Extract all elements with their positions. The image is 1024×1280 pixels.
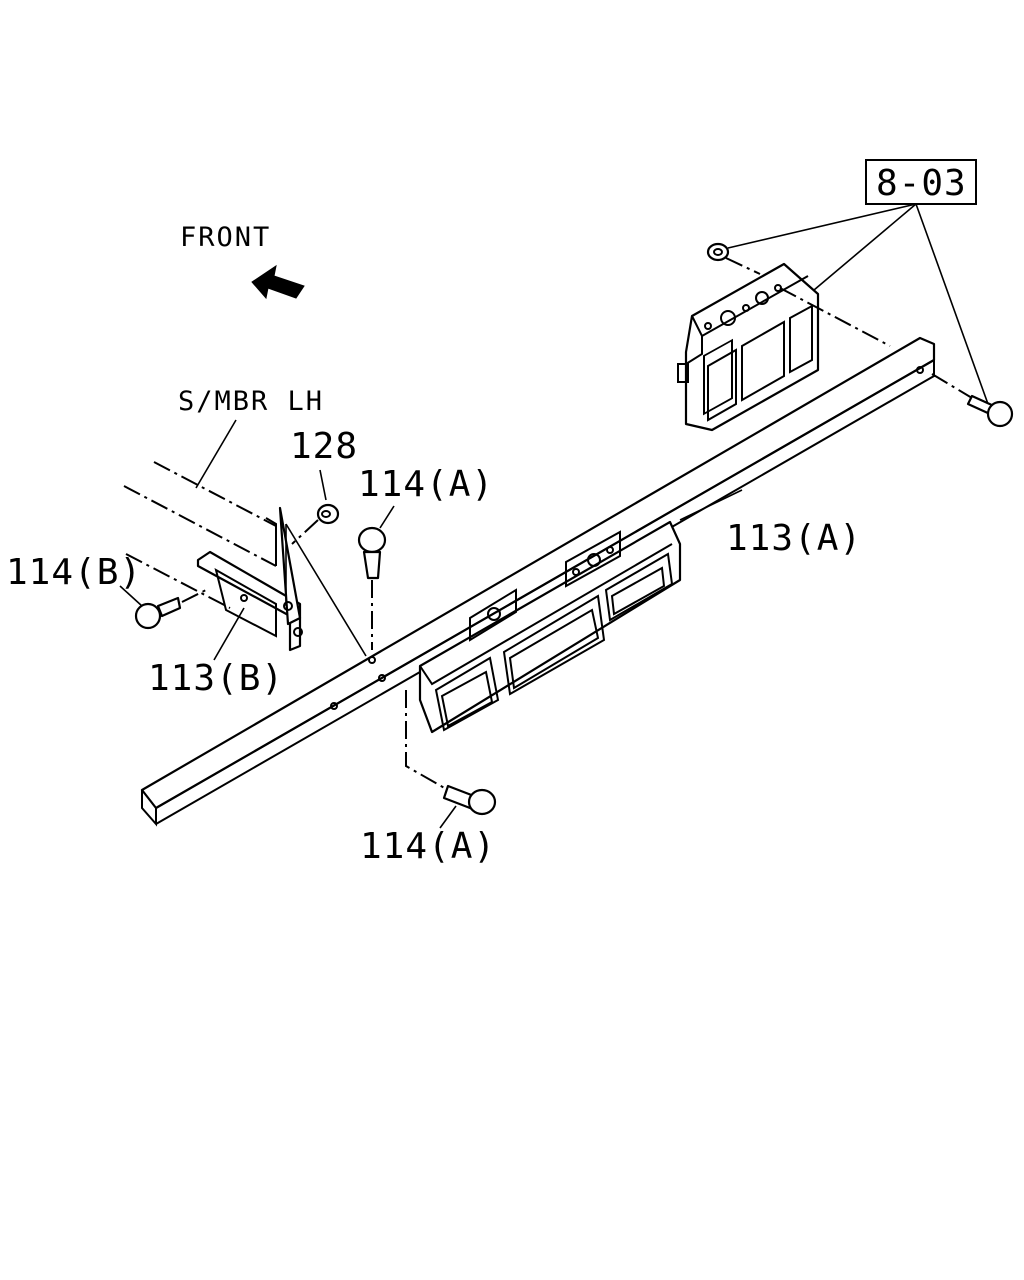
part-label-114a-bottom: 114(A) xyxy=(360,826,496,867)
part-label-114a-top: 114(A) xyxy=(358,464,494,505)
bracket-113b xyxy=(196,506,303,652)
part-label-113a: 113(A) xyxy=(726,518,862,559)
bracket-plate xyxy=(418,520,682,734)
control-module xyxy=(677,262,820,432)
bolt-114b xyxy=(134,589,207,630)
right-end-bolt xyxy=(931,373,1014,428)
side-member-label: S/MBR LH xyxy=(178,386,324,417)
part-label-114b: 114(B) xyxy=(6,552,142,593)
bolt-114a-top xyxy=(357,526,387,650)
part-label-113b: 113(B) xyxy=(148,658,284,699)
nut-128 xyxy=(291,503,340,545)
angle-bar-113a xyxy=(140,336,936,827)
module-nut xyxy=(706,242,730,262)
reference-box-8-03[interactable]: 8-03 xyxy=(865,159,977,205)
front-label: FRONT xyxy=(180,222,271,253)
front-arrow-icon xyxy=(251,264,305,300)
part-label-128: 128 xyxy=(290,426,358,467)
reference-label: 8-03 xyxy=(876,163,967,204)
bolt-114a-bottom xyxy=(405,690,497,816)
